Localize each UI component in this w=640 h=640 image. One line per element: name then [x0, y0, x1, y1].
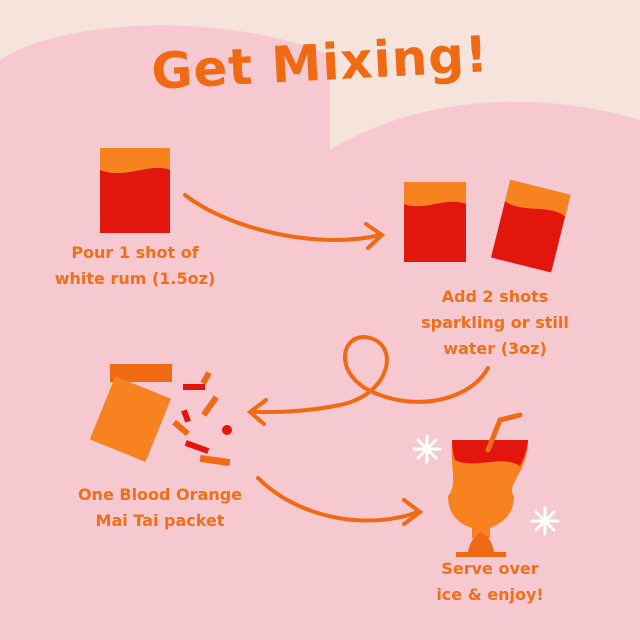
sparkle-icon: [412, 434, 442, 464]
arrow-icon: [183, 193, 386, 250]
cocktail-glass-icon: [448, 412, 528, 557]
sparkle-icon: [530, 506, 560, 536]
shot-glass-icon: [100, 148, 170, 233]
arrow-icon: [256, 476, 424, 526]
two-shot-glasses-icon: [404, 179, 571, 273]
step-1-label: Pour 1 shot of white rum (1.5oz): [54, 243, 216, 288]
step-3-label: One Blood Orange Mai Tai packet: [77, 485, 243, 530]
step-2-label: Add 2 shots sparkling or still water (3o…: [421, 287, 569, 358]
packet-icon: [89, 364, 232, 467]
step-4-label: Serve over ice & enjoy!: [436, 559, 544, 604]
loop-arrow-icon: [246, 335, 490, 426]
